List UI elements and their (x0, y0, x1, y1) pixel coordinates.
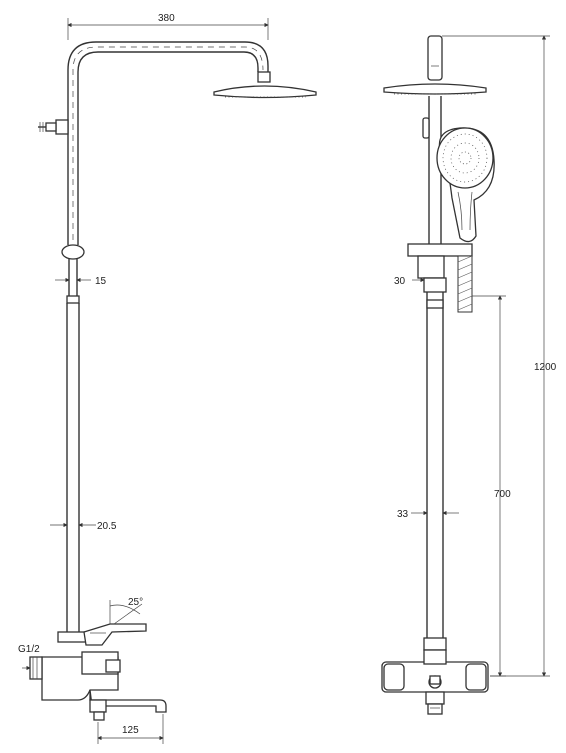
dim-label-1200: 1200 (534, 362, 557, 373)
dim-lever-angle: 25° (109, 597, 143, 625)
dim-total-height: 1200 (442, 35, 557, 677)
dim-label-33: 33 (397, 509, 409, 520)
dim-riser: 33 (397, 509, 459, 520)
rain-head-front (383, 83, 487, 95)
dim-label-125: 125 (122, 725, 139, 736)
inlet-thread-label: G1/2 (18, 644, 40, 655)
dim-label-700: 700 (494, 489, 511, 500)
wall-bracket (38, 119, 69, 135)
slider (407, 243, 473, 313)
side-view: 15 20.5 (18, 13, 317, 744)
dim-label-25-deg: 25° (128, 597, 143, 608)
rain-head-side (213, 85, 317, 99)
front-view: 30 33 700 (381, 35, 557, 715)
mixer-side (22, 623, 167, 721)
dim-slider: 30 (394, 276, 425, 287)
dim-label-30: 30 (394, 276, 406, 287)
pipe-coupling (61, 244, 85, 260)
dim-head-arm: 380 (67, 13, 269, 40)
top-cap (427, 35, 443, 81)
dim-upper-pipe: 15 (55, 276, 107, 287)
dim-label-380: 380 (158, 13, 175, 24)
mixer-front (381, 637, 489, 715)
dim-label-20-5: 20.5 (97, 521, 117, 532)
dim-lower-pipe: 20.5 (50, 521, 117, 532)
dim-spout: 125 (97, 714, 164, 744)
dim-label-15: 15 (95, 276, 107, 287)
head-connector (257, 71, 271, 83)
dim-handset-height: 700 (472, 295, 511, 677)
hand-shower (436, 127, 495, 243)
